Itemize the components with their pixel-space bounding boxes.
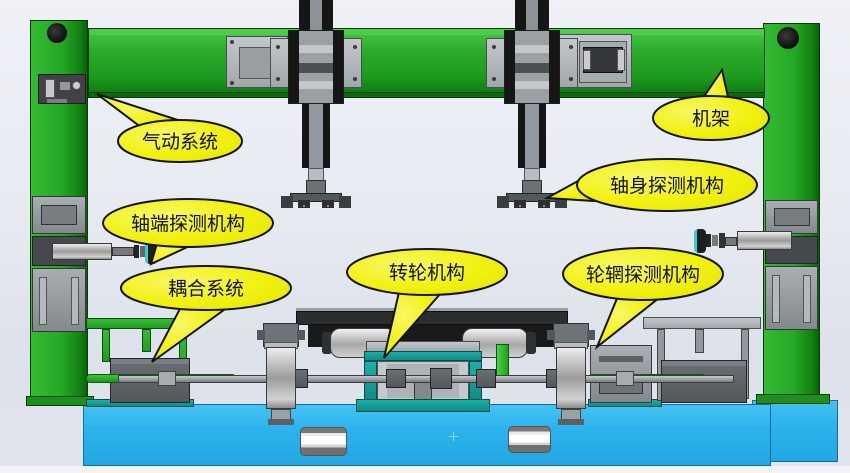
shaft-coupling-3 [476, 369, 496, 388]
callout-axle-end-probe-bubble [102, 198, 274, 248]
callout-wheel-rim-probe-tail [594, 294, 662, 351]
cylinder-right-body [556, 347, 586, 409]
callout-wheel-rotation-mechanism-tail [383, 290, 444, 359]
right-probe-foot-r [538, 200, 550, 208]
left-column-lift-hole [47, 23, 67, 43]
base-center-mark-v [453, 432, 454, 441]
callout-wheel-rim-probe-bubble [562, 247, 724, 301]
lift-frame-base [356, 399, 490, 412]
axle-end-probe-right-rod [725, 237, 737, 246]
right-slide-detail [774, 208, 810, 226]
left-table-leg-a [102, 329, 110, 362]
axle-end-probe-left-rod [112, 247, 134, 256]
right-table-peg [695, 329, 704, 353]
left-column-slide-upper [32, 196, 86, 234]
callout-wheel-rim-probe-label: 轮辋探测机构 [586, 264, 700, 286]
right-column-base-plate [756, 394, 830, 404]
pneumatic-gauge [72, 81, 81, 90]
base-platform [83, 404, 771, 466]
shaft-coupling-2 [386, 369, 406, 388]
axle-end-probe-right-tip [694, 229, 706, 253]
right-column-slide-upper [765, 200, 818, 234]
pneumatic-fitting [59, 81, 71, 91]
left-probe-clamp-r [339, 196, 351, 208]
pneumatic-valve [45, 79, 55, 98]
right-probe-mast-core [525, 104, 539, 168]
cylinder-right-foot-base [558, 419, 584, 425]
callout-wheel-rotation-mechanism: 转轮机构 [346, 248, 508, 359]
pneumatic-manifold [47, 99, 67, 103]
right-column-lift-hole [777, 27, 799, 49]
callout-axle-end-probe: 轴端探测机构 [102, 198, 274, 266]
right-table-top [643, 317, 761, 329]
roller-left-cap [322, 332, 332, 354]
beam-motor-cap-right [617, 49, 625, 71]
left-table-peg [142, 329, 151, 352]
right-slide-rail-b [803, 275, 811, 323]
right-probe-foot-l [514, 200, 526, 208]
callout-pneumatic-system: 气动系统 [96, 93, 243, 163]
left-probe-mast-core [309, 104, 323, 168]
turntable-top-edge [296, 308, 568, 312]
left-column-slide-lower [32, 268, 86, 332]
callout-coupling-system-tail [151, 301, 231, 363]
left-carriage-mast-top-core [310, 0, 322, 32]
shaft-coupling-center [430, 368, 452, 389]
right-carriage-mast-top-core [526, 0, 538, 32]
callout-coupling-system: 耦合系统 [120, 265, 292, 363]
base-slot-left [300, 427, 347, 456]
callout-machine-frame: 机架 [652, 67, 770, 141]
callout-coupling-system-bubble [120, 265, 292, 311]
left-slide-rail-b [71, 277, 79, 325]
callout-machine-frame-label: 机架 [692, 108, 730, 130]
roller-right-cap [526, 332, 536, 354]
callout-coupling-system-label: 耦合系统 [168, 278, 244, 300]
pneumatic-panel [38, 74, 86, 104]
callout-axle-end-probe-label: 轴端探测机构 [131, 213, 245, 235]
drive-shaft [118, 375, 734, 383]
right-probe-clamp-l [497, 196, 509, 208]
beam-motor-cap-left [583, 50, 591, 70]
callout-pneumatic-system-label: 气动系统 [142, 131, 218, 153]
callout-axle-body-probe-label: 轴身探测机构 [610, 175, 724, 197]
shaft-step-right [616, 371, 634, 386]
right-column-slide-lower [765, 266, 818, 330]
right-carriage-body [504, 30, 560, 104]
lift-frame-top [364, 351, 482, 361]
callout-pneumatic-system-bubble [117, 119, 243, 163]
callout-wheel-rotation-mechanism-label: 转轮机构 [389, 262, 465, 284]
right-slide-rail-a [772, 275, 780, 323]
base-slot-right [508, 426, 551, 453]
axle-end-probe-left-cylinder [52, 243, 112, 260]
left-probe-foot-l [298, 200, 310, 208]
left-carriage-body [288, 30, 344, 104]
shaft-step-left [158, 371, 176, 386]
callout-axle-body-probe-bubble [576, 158, 758, 212]
top-beam-lower-rail [88, 92, 765, 98]
callout-axle-body-probe: 轴身探测机构 [543, 158, 758, 212]
top-beam [88, 28, 765, 94]
left-slide-detail [41, 205, 77, 225]
turntable-top [296, 311, 568, 325]
axle-end-probe-right-cylinder [737, 231, 792, 250]
callout-machine-frame-bubble [652, 95, 770, 141]
top-beam-highlight [89, 29, 764, 35]
callout-wheel-rim-probe: 轮辋探测机构 [562, 247, 724, 351]
callout-wheel-rotation-mechanism-bubble [346, 248, 508, 296]
floor-strip [0, 466, 850, 473]
left-probe-clamp-l [281, 196, 293, 208]
cylinder-left-body [266, 347, 296, 409]
left-slide-rail-a [39, 277, 47, 325]
cylinder-left-foot-base [268, 419, 294, 425]
left-probe-foot-r [322, 200, 334, 208]
